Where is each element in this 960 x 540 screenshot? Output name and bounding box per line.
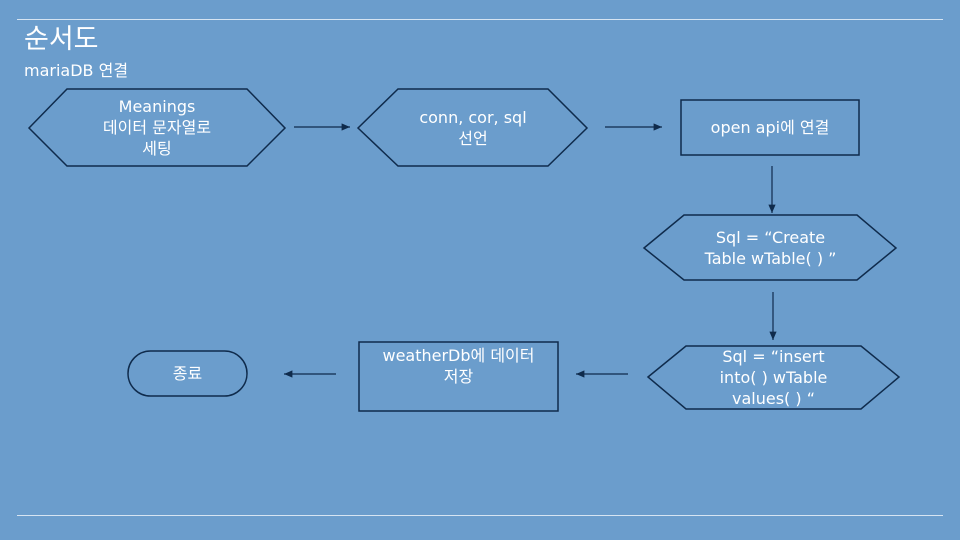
bottom-rule [17,515,943,516]
node-create-label: Sql = “Create Table wTable( ) ” [704,227,837,268]
node-declare-shape [356,88,589,167]
node-openapi-label: open api에 연결 [710,118,830,137]
node-insert-label: Sql = “insert into( ) wTable values( ) “ [719,347,828,408]
node-openapi-shape [680,99,860,156]
node-meanings-shape [27,88,287,167]
node-create-shape [642,214,898,281]
node-save-label: weatherDb에 데이터 저장 [382,346,535,386]
node-meanings-label: Meanings 데이터 문자열로 세팅 [102,97,212,158]
top-rule [17,19,943,20]
page-subtitle: mariaDB 연결 [24,61,129,80]
node-end-shape [127,350,248,397]
node-end-label: 종료 [172,364,203,383]
page-title: 순서도 [24,24,99,55]
node-save-shape [358,341,559,412]
node-declare-label: conn, cor, sql 선언 [419,107,527,148]
node-insert-shape [646,345,901,410]
